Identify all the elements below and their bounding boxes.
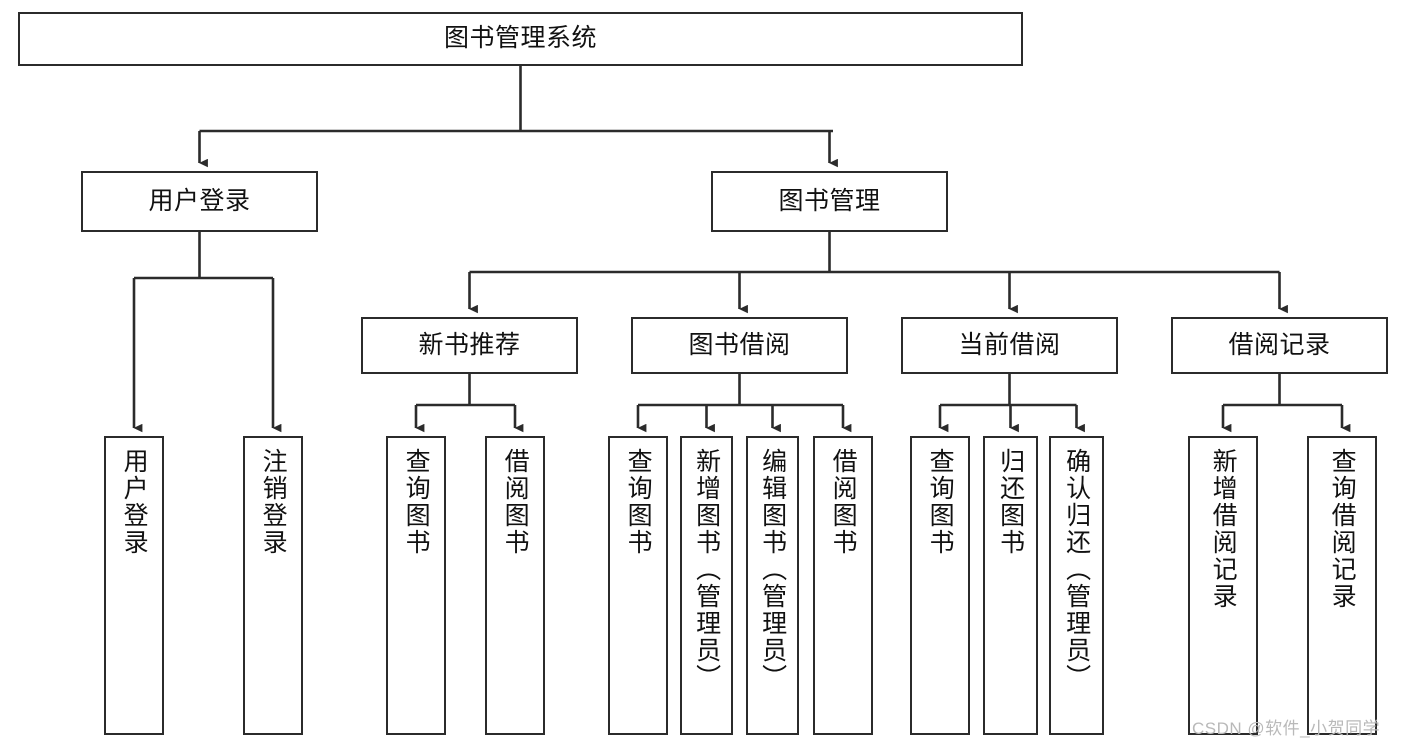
node-book-management[interactable]: 图书管理 xyxy=(711,171,948,232)
csdn-watermark: CSDN @软件_小贺同学 xyxy=(1192,719,1381,738)
node-label: 图书借阅 xyxy=(688,330,791,359)
node-leaf-return-book[interactable]: 归还图书 xyxy=(983,436,1038,735)
node-label: 用户登录 xyxy=(120,448,149,556)
node-leaf-query-book-recommend[interactable]: 查询图书 xyxy=(386,436,446,735)
node-label: 当前借阅 xyxy=(958,330,1061,359)
node-label: 借阅图书 xyxy=(829,448,858,556)
node-book-borrow[interactable]: 图书借阅 xyxy=(631,317,848,374)
node-label: 注销登录 xyxy=(259,448,288,556)
node-label: 新书推荐 xyxy=(418,330,521,359)
node-label: 查询图书 xyxy=(402,448,431,556)
node-label: 新增借阅记录 xyxy=(1209,448,1238,610)
node-leaf-user-login[interactable]: 用户登录 xyxy=(104,436,164,735)
node-leaf-edit-book-admin[interactable]: 编辑图书（管理员） xyxy=(746,436,799,735)
node-label: 图书管理系统 xyxy=(443,24,597,53)
node-label: 查询图书 xyxy=(926,448,955,556)
node-leaf-borrow-book-recommend[interactable]: 借阅图书 xyxy=(485,436,545,735)
node-label: 归还图书 xyxy=(996,448,1025,556)
node-label: 新增图书（管理员） xyxy=(692,448,721,691)
node-leaf-query-borrow-record[interactable]: 查询借阅记录 xyxy=(1307,436,1377,735)
node-leaf-logout[interactable]: 注销登录 xyxy=(243,436,303,735)
node-user-login[interactable]: 用户登录 xyxy=(81,171,318,232)
node-leaf-add-borrow-record[interactable]: 新增借阅记录 xyxy=(1188,436,1258,735)
node-leaf-borrow-book[interactable]: 借阅图书 xyxy=(813,436,873,735)
node-label: 查询借阅记录 xyxy=(1328,448,1357,610)
node-new-book-recommend[interactable]: 新书推荐 xyxy=(361,317,578,374)
node-label: 编辑图书（管理员） xyxy=(758,448,787,691)
node-label: 借阅图书 xyxy=(501,448,530,556)
node-borrow-record[interactable]: 借阅记录 xyxy=(1171,317,1388,374)
node-leaf-query-book-borrow[interactable]: 查询图书 xyxy=(608,436,668,735)
node-leaf-confirm-return-admin[interactable]: 确认归还（管理员） xyxy=(1049,436,1104,735)
node-label: 图书管理 xyxy=(778,186,881,215)
node-current-borrow[interactable]: 当前借阅 xyxy=(901,317,1118,374)
node-leaf-add-book-admin[interactable]: 新增图书（管理员） xyxy=(680,436,733,735)
node-label: 确认归还（管理员） xyxy=(1062,448,1091,691)
node-label: 用户登录 xyxy=(148,186,251,215)
node-label: 借阅记录 xyxy=(1228,330,1331,359)
node-leaf-query-book-current[interactable]: 查询图书 xyxy=(910,436,970,735)
node-label: 查询图书 xyxy=(624,448,653,556)
node-root-book-management-system[interactable]: 图书管理系统 xyxy=(18,12,1023,66)
